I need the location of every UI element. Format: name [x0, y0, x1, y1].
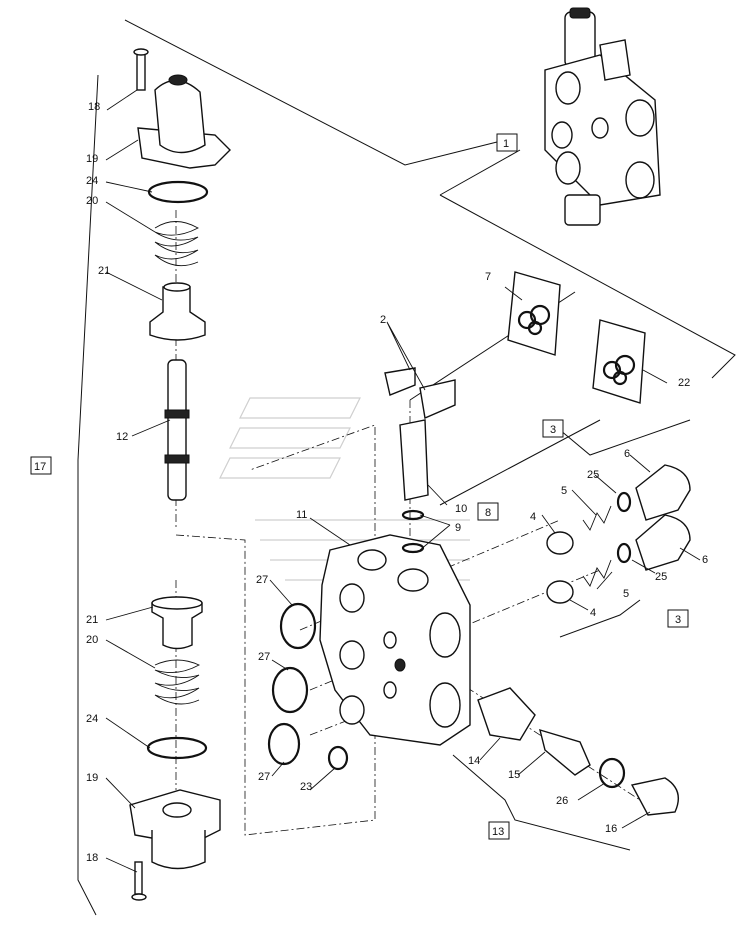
- label-24-bottom: 24: [86, 713, 98, 725]
- o-rings-27: [267, 602, 349, 771]
- label-21-top: 21: [98, 265, 110, 277]
- check-valve-parts: [546, 464, 691, 604]
- leader-lines: [105, 89, 701, 873]
- label-20-top: 20: [86, 195, 98, 207]
- label-10: 10: [455, 503, 467, 515]
- label-15: 15: [508, 769, 520, 781]
- label-22: 22: [678, 377, 690, 389]
- watermark-logo: [219, 397, 470, 581]
- label-3-top: 3: [550, 424, 556, 436]
- valve-body-icon: [319, 534, 471, 746]
- label-21-bottom: 21: [86, 614, 98, 626]
- label-9: 9: [455, 522, 461, 534]
- boxed-callouts: 1 17 3 8 3 13: [30, 133, 689, 840]
- label-19-bottom: 19: [86, 772, 98, 784]
- label-27-b: 27: [258, 651, 270, 663]
- box-label-3-top: 3: [542, 419, 564, 438]
- upper-spool-stack: [133, 48, 231, 501]
- label-5-top: 5: [561, 485, 567, 497]
- valve-assembly-icon: [544, 7, 661, 226]
- plug-parts: [477, 687, 679, 816]
- label-5-bottom: 5: [623, 588, 629, 600]
- box-label-1: 1: [496, 133, 518, 152]
- label-19-top: 19: [86, 153, 98, 165]
- label-16: 16: [605, 823, 617, 835]
- label-27-a: 27: [256, 574, 268, 586]
- label-18-bottom: 18: [86, 852, 98, 864]
- label-6-bottom: 6: [702, 554, 708, 566]
- label-11: 11: [296, 509, 307, 521]
- callout-labels: 18 19 24 20 21 12 21 20 24 19 18 2 7 22 …: [86, 101, 708, 864]
- label-25-top: 25: [587, 469, 599, 481]
- label-13: 13: [492, 826, 504, 838]
- lower-spring-stack: [129, 596, 221, 901]
- label-12: 12: [116, 431, 128, 443]
- box-label-8: 8: [477, 502, 499, 521]
- label-8: 8: [485, 507, 491, 519]
- label-1: 1: [503, 138, 509, 150]
- box-label-17: 17: [30, 456, 52, 475]
- label-4-bottom: 4: [590, 607, 596, 619]
- label-26: 26: [556, 795, 568, 807]
- label-25-bottom: 25: [655, 571, 667, 583]
- label-6-top: 6: [624, 448, 630, 460]
- box-label-3-bottom: 3: [667, 609, 689, 628]
- box-label-13: 13: [488, 821, 510, 840]
- label-14: 14: [468, 755, 480, 767]
- seal-kit-22-icon: [592, 319, 646, 404]
- label-18-top: 18: [88, 101, 100, 113]
- label-4-top: 4: [530, 511, 536, 523]
- label-17: 17: [34, 461, 46, 473]
- label-27-c: 27: [258, 771, 270, 783]
- relief-cartridge-icon: [384, 367, 456, 554]
- label-7: 7: [485, 271, 491, 283]
- seal-kit-7-icon: [507, 271, 561, 356]
- label-23: 23: [300, 781, 312, 793]
- label-20-bottom: 20: [86, 634, 98, 646]
- label-3-bottom: 3: [675, 614, 681, 626]
- label-24-top: 24: [86, 175, 98, 187]
- label-2: 2: [380, 314, 386, 326]
